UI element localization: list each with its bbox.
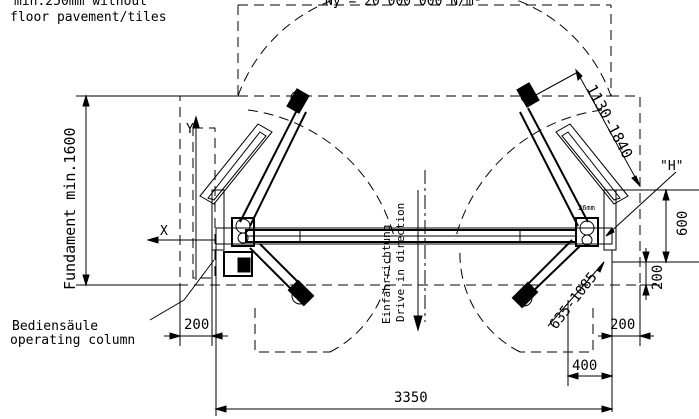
arm-upper-right [516,82,629,227]
drive-label-en: Drive in direction [394,203,407,322]
dim-200-vertical: 200 [612,248,666,300]
small-arm-label: 635-1085 [547,269,601,332]
lift-base [211,189,617,251]
dim-200-right-label: 200 [610,317,635,333]
mark-26mm: 26mm [578,204,595,212]
drive-label-de: Einfahrrichtung [380,225,393,324]
arm-lower-left [249,243,315,307]
detail-h-label: "H" [660,159,683,174]
dim-200-right: 200 [598,250,654,412]
dim-3350: 3350 [214,244,614,416]
dim-small-arm: 635-1085 [547,261,605,332]
fundament-label: Fundament min.1600 [61,127,79,290]
column-label-en: operating column [10,333,135,348]
arm-swing-arcs [237,0,612,353]
detail-h-callout: "H" [605,159,683,237]
arm-lower-right [511,239,581,309]
dim-600-label: 600 [675,211,691,236]
axis-y-label: Y [186,122,194,137]
dim-fundament: Fundament min.1600 [61,94,240,290]
dim-400: 400 [566,300,614,386]
dim-200-vertical-label: 200 [650,265,666,290]
axis-x-label: X [160,224,168,239]
dim-600: 600 [612,188,699,264]
operating-column-callout: Bediensäule operating column [10,259,215,348]
dim-200-left-label: 200 [184,317,209,333]
dim-400-label: 400 [572,358,597,374]
floor-note-line2: floor pavement/tiles [10,10,167,25]
right-post: 26mm [575,204,599,247]
column-label-de: Bediensäule [12,319,98,334]
coordinate-axes: Y X [146,115,215,280]
left-post [223,217,255,277]
drive-direction: Einfahrrichtung Drive in direction [380,190,423,332]
arm-upper-left [199,88,310,227]
dim-200-left: 200 [164,250,228,346]
floor-note-line1: min.250mm without [14,0,147,9]
dim-3350-label: 3350 [394,390,428,406]
